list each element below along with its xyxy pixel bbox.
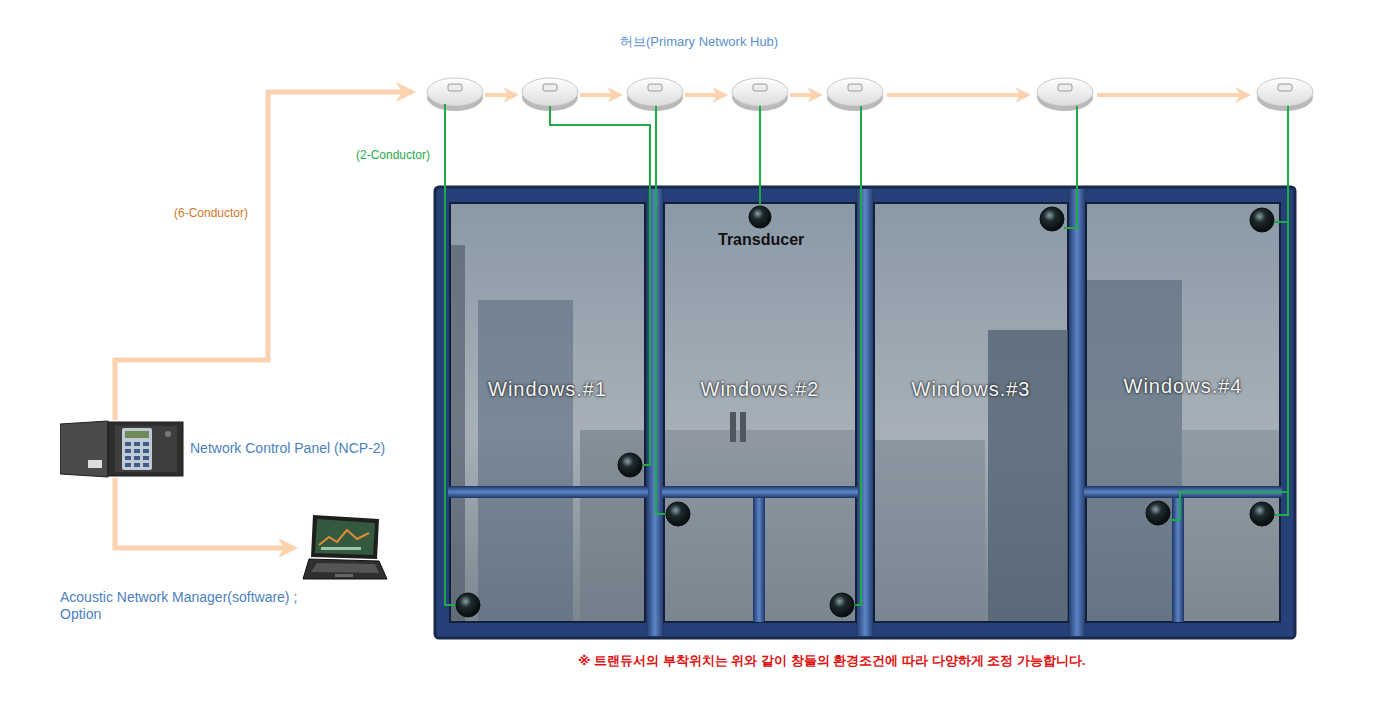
software-label: Acoustic Network Manager(software) ; Opt… (60, 589, 310, 623)
two-conductor-wires (445, 104, 1288, 605)
city-view (451, 245, 1279, 621)
wire-label: (2-Conductor) (356, 148, 430, 162)
window-pane: Windows.#4 (1086, 203, 1280, 622)
window-label: Windows.#4 (1086, 375, 1280, 398)
window-label: Windows.#3 (874, 378, 1068, 401)
frame-mullion (1068, 189, 1086, 636)
control-panel: Network Control Panel (NCP-2) (60, 420, 185, 478)
hub-label: 허브(Primary Network Hub) (620, 33, 778, 51)
transom-bars (448, 486, 1282, 622)
laptop-icon (297, 515, 389, 587)
panel-icon (60, 420, 185, 478)
panel-label: Network Control Panel (NCP-2) (190, 440, 385, 456)
network-hubs (427, 78, 1313, 111)
note-text: ※ 트랜듀서의 부착위치는 위와 같이 창들의 환경조건에 따라 다양하게 조정… (578, 652, 1085, 670)
window-label: Windows.#2 (664, 378, 856, 401)
wire-label: (6-Conductor) (174, 206, 248, 220)
window-pane: Windows.#1 (450, 203, 645, 622)
window-frame (435, 187, 1295, 638)
six-conductor-wire (115, 92, 412, 420)
glass-panes (450, 203, 1280, 622)
software-laptop: Acoustic Network Manager(software) ; Opt… (297, 515, 389, 587)
window-label: Windows.#1 (450, 378, 645, 401)
connector-arrow (115, 478, 294, 548)
frame-mullion (856, 189, 874, 636)
transducers (456, 206, 1274, 617)
window-pane: Windows.#3 (874, 203, 1068, 622)
transducer-label: Transducer (718, 231, 804, 249)
window-pane: Windows.#2 (664, 203, 856, 622)
